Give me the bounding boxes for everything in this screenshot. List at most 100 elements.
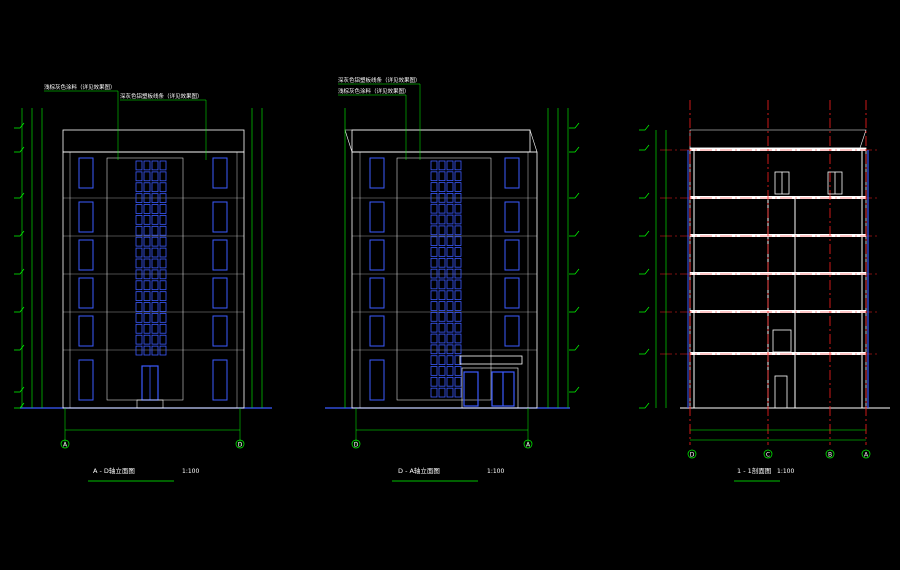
curtain-wall-panel [454,182,462,192]
level-marker [569,386,580,393]
curtain-wall-panel [151,236,159,247]
curtain-wall-panel [159,334,167,345]
curtain-wall-panel [446,312,454,322]
entrance-steps [136,399,164,409]
curtain-wall-panel [135,334,143,345]
curtain-wall-panel [143,258,151,269]
level-marker [639,268,650,275]
curtain-wall-panel [438,366,446,376]
curtain-wall-panel [454,366,462,376]
axis-bubble-a [861,449,871,459]
axis-bubble-a [523,439,533,449]
drawing-title-section: 1 - 1剖面图 [737,466,771,475]
curtain-wall-panel [135,345,143,356]
curtain-wall-panel [159,269,167,280]
curtain-wall-panel [143,225,151,236]
material-note-1: 深灰色铝塑板线条（详见效果图） [338,76,421,84]
curtain-wall-panel [151,204,159,214]
curtain-wall-panel [430,203,438,214]
curtain-wall-panel [454,301,462,311]
curtain-wall-panel [430,268,438,279]
curtain-wall-panel [446,203,454,214]
curtain-wall-panel [143,160,151,171]
floor-lines [352,197,537,351]
axis-bubble-a [60,439,70,449]
axis-bubble-c [763,449,773,459]
inner-frame [69,151,238,409]
curtain-wall-panel [143,345,151,356]
curtain-wall-panel [438,333,446,344]
curtain-wall-panel [151,160,159,171]
curtain-wall-panel [135,302,143,312]
material-note-2: 浅棕灰色涂料（详见效果图） [338,87,410,95]
curtain-wall-panel [151,302,159,312]
curtain-wall-panel [135,225,143,236]
level-markers-left [639,124,650,409]
level-marker [14,268,25,275]
curtain-wall-panel [159,345,167,356]
roof-parapet [344,129,538,153]
note-leaders [44,90,207,160]
drawing-scale-section: 1:100 [777,468,794,475]
curtain-wall-panel [446,225,454,236]
curtain-wall-glazing [135,160,167,356]
curtain-wall-panel [430,322,438,333]
curtain-wall-panel [143,182,151,193]
curtain-wall-panel [438,236,446,246]
curtain-wall-panel [454,193,462,203]
curtain-wall-panel [143,171,151,182]
entrance-doors [463,371,515,407]
level-marker [569,268,580,275]
curtain-wall-panel [438,376,446,387]
axis-label-b: B [828,452,832,459]
curtain-wall-panel [151,313,159,323]
curtain-wall-panel [430,236,438,246]
curtain-wall-panel [159,215,167,225]
curtain-wall-panel [430,333,438,344]
curtain-wall-panel [159,247,167,258]
curtain-wall-panel [454,247,462,257]
material-note-1: 浅棕灰色涂料（详见效果图） [44,83,116,91]
curtain-wall-panel [135,291,143,301]
curtain-wall-panel [454,160,462,171]
entrance-frame [461,367,519,409]
dimension-lines-right [547,108,569,408]
curtain-wall-panel [135,182,143,193]
entrance-canopy [459,355,523,365]
dimension-lines-right [251,108,263,408]
curtain-wall-panel [446,387,454,398]
inner-frame [359,151,529,409]
curtain-wall-panel [446,376,454,387]
curtain-wall-panel [159,323,167,334]
curtain-wall-panel [438,225,446,236]
curtain-wall-panel [159,236,167,247]
curtain-wall-panel [151,291,159,301]
curtain-wall-panel [430,301,438,311]
curtain-wall-panel [151,215,159,225]
curtain-wall-panel [454,257,462,268]
curtain-wall-panel [446,279,454,290]
axis-bubble-b [825,449,835,459]
curtain-wall-panel [430,290,438,301]
curtain-wall-panel [430,247,438,257]
curtain-wall-panel [159,225,167,236]
level-marker [639,306,650,313]
axis-lines [689,100,867,445]
curtain-wall-glazing [430,160,462,398]
curtain-wall-panel [446,344,454,355]
curtain-wall-panel [143,215,151,225]
curtain-wall-panel [151,323,159,334]
curtain-wall-panel [430,171,438,182]
note-leaders [338,83,421,160]
curtain-wall-panel [143,323,151,334]
curtain-wall-panel [446,268,454,279]
level-marker [639,124,650,131]
section-outline [689,147,867,409]
curtain-wall-panel [438,171,446,182]
curtain-wall-panel [446,247,454,257]
curtain-wall-panel [135,247,143,258]
curtain-wall-panel [143,302,151,312]
curtain-wall-panel [151,345,159,356]
curtain-wall-frame [396,157,492,401]
